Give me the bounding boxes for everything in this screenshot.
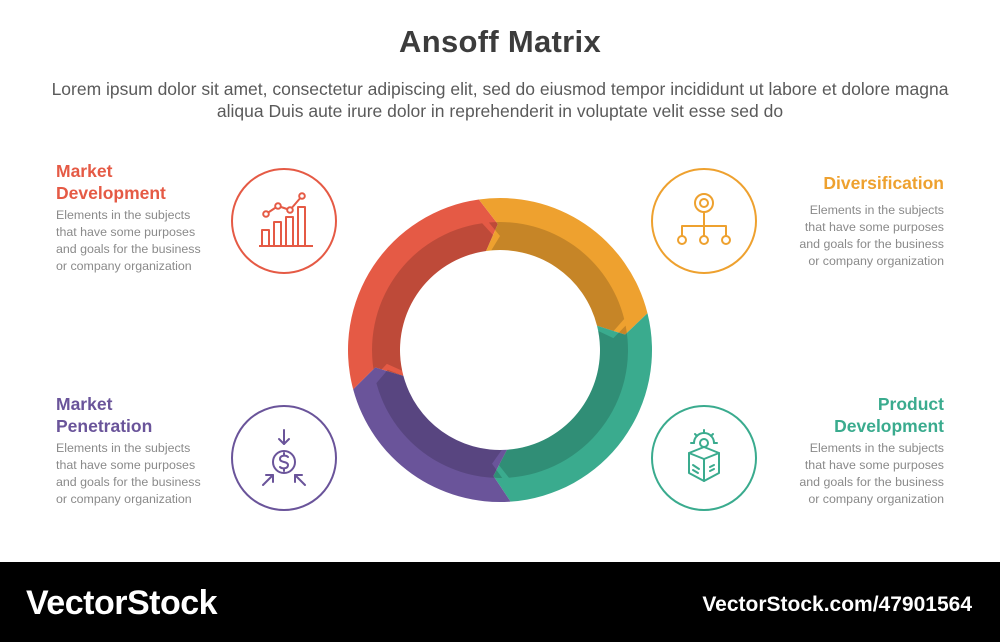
product-development-icon-circle xyxy=(651,405,757,511)
ansoff-cycle-ring xyxy=(348,198,652,502)
market-development-description: Elements in the subjects that have some … xyxy=(56,208,201,273)
market-development-heading: Market Development xyxy=(56,161,166,203)
market-development-icon-circle xyxy=(231,168,337,274)
market-penetration-ring-shade xyxy=(376,369,503,478)
market-development-ring-shade xyxy=(372,223,495,377)
dollar-target-icon xyxy=(262,429,306,486)
market-development-ring-segment xyxy=(348,199,498,390)
diversification-heading: Diversification xyxy=(823,173,944,193)
image-credit-id: VectorStock.com/47901564 xyxy=(702,593,972,616)
watermark-footer: VectorStock VectorStock.com/47901564 xyxy=(0,562,1000,642)
product-development-ring-shade xyxy=(498,325,628,478)
diversification-block: Diversification Elements in the subjects… xyxy=(744,172,944,270)
infographic-page: Ansoff Matrix Lorem ipsum dolor sit amet… xyxy=(51,24,949,511)
diversification-description: Elements in the subjects that have some … xyxy=(799,203,944,268)
page-subtitle: Lorem ipsum dolor sit amet, consectetur … xyxy=(51,79,949,121)
market-penetration-block: Market Penetration Elements in the subje… xyxy=(56,393,256,508)
product-development-heading: Product Development xyxy=(834,394,944,436)
diversification-icon-circle xyxy=(651,168,757,274)
diversification-ring-segment xyxy=(478,198,648,335)
page-title: Ansoff Matrix xyxy=(399,24,601,59)
product-development-block: Product Development Elements in the subj… xyxy=(744,393,944,508)
hierarchy-nodes-icon xyxy=(677,193,731,245)
diversification-ring-shade xyxy=(488,222,625,333)
vectorstock-logo: VectorStock xyxy=(26,584,218,622)
market-penetration-description: Elements in the subjects that have some … xyxy=(56,441,201,506)
market-penetration-icon-circle xyxy=(231,405,337,511)
product-development-description: Elements in the subjects that have some … xyxy=(799,441,944,506)
market-penetration-heading: Market Penetration xyxy=(56,394,153,436)
market-penetration-ring-segment xyxy=(353,367,511,502)
bar-chart-trend-icon xyxy=(259,192,313,247)
gear-box-icon xyxy=(688,429,720,482)
product-development-ring-segment xyxy=(493,313,652,502)
market-development-block: Market Development Elements in the subje… xyxy=(56,160,256,275)
